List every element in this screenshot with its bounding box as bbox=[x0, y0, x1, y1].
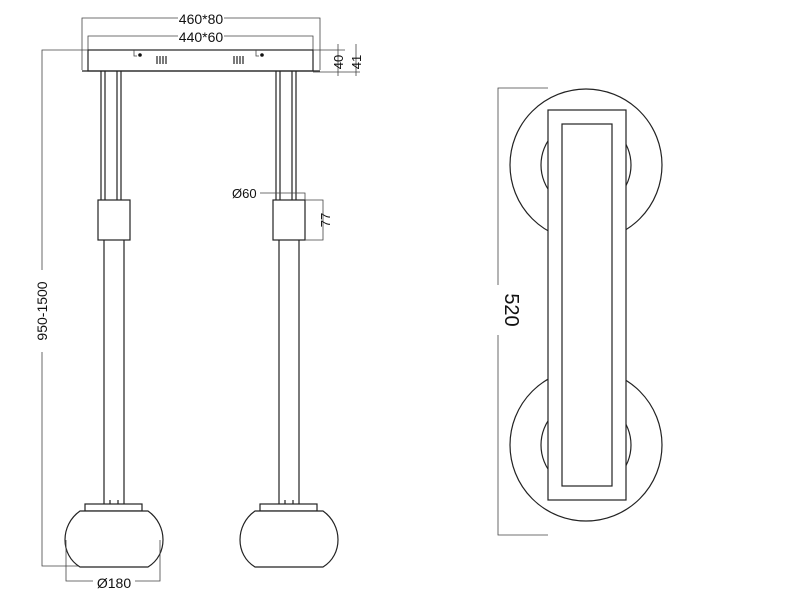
dim-canopy-outer: 460*80 bbox=[179, 11, 224, 27]
canopy-top-outer bbox=[547, 109, 627, 501]
dim-canopy-height-41: 41 bbox=[349, 55, 364, 69]
dim-connector-diameter: Ø60 bbox=[232, 186, 257, 201]
dim-canopy-inner: 440*60 bbox=[179, 29, 224, 45]
canopy bbox=[87, 49, 314, 72]
canopy-top-inner bbox=[561, 123, 613, 487]
dim-shade-diameter: Ø180 bbox=[97, 575, 131, 591]
dim-top-length: 520 bbox=[500, 293, 522, 326]
side-view: 460*80 440*60 40 41 950-1500 bbox=[34, 10, 364, 591]
top-view: 520 bbox=[488, 87, 663, 536]
pendant-right bbox=[239, 71, 339, 568]
dim-canopy-height-40: 40 bbox=[331, 55, 346, 69]
dim-total-height: 950-1500 bbox=[34, 281, 50, 340]
dim-connector-height: 77 bbox=[318, 213, 333, 227]
pendant-left bbox=[64, 71, 164, 568]
